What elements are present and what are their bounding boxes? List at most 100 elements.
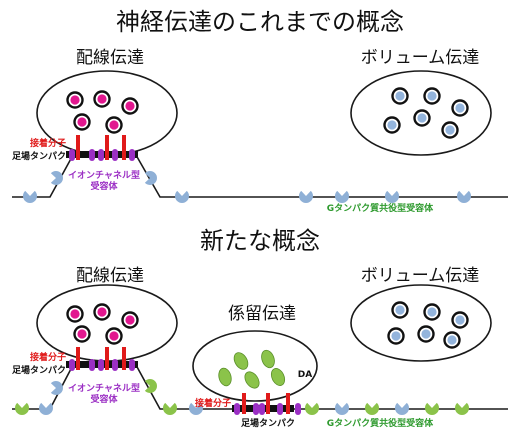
bottom-volume-vesicles — [387, 301, 469, 349]
bottom-retention-scaffold-label: 足場タンパク — [241, 417, 295, 429]
bottom-wiring-label: 配線伝達 — [76, 266, 144, 286]
bottom-ion-channel-receptors — [69, 359, 135, 371]
bottom-retention-terminal — [192, 330, 318, 402]
ion-channel-receptor — [89, 149, 95, 161]
receptor-icon — [39, 402, 53, 415]
ion-channel-receptor — [69, 149, 75, 161]
bottom-dopamine-vesicles — [218, 349, 286, 389]
top-g-protein-label: Gタンパク質共役型受容体 — [327, 202, 434, 214]
top-volume-label: ボリューム伝達 — [361, 48, 480, 68]
ion-channel-receptor — [129, 149, 135, 161]
bottom-scaffold-label: 足場タンパク — [12, 364, 66, 376]
bottom-wiring-vesicles — [66, 303, 139, 345]
adhesion-molecule — [286, 393, 290, 414]
bottom-dopamine-label: DA — [298, 370, 312, 380]
volume-vesicle-core — [395, 91, 405, 101]
bottom-panel: 新たな概念 配線伝達 ボリューム伝達 係留伝達 接着分子 足場タンパク イオンチ… — [12, 227, 508, 429]
top-ion-channel-label: イオンチャネル型 — [68, 169, 140, 181]
volume-vesicle-core — [387, 120, 397, 130]
ion-channel-receptor — [253, 403, 259, 415]
ion-channel-receptor — [98, 359, 104, 371]
receptor-icon — [385, 190, 399, 203]
wiring-vesicle-core — [109, 331, 119, 341]
dopamine-vesicle — [233, 352, 249, 370]
wiring-vesicle-core — [70, 309, 80, 319]
receptor-icon — [144, 379, 157, 394]
dopamine-vesicle — [261, 349, 275, 369]
receptor-icon — [50, 171, 63, 185]
volume-vesicle-core — [445, 125, 455, 135]
ion-channel-receptor — [277, 403, 283, 415]
bottom-volume-terminal — [350, 284, 492, 362]
top-title: 神経伝達のこれまでの概念 — [116, 8, 404, 36]
bottom-adhesion-molecules — [76, 347, 126, 370]
wiring-vesicle-core — [97, 307, 107, 317]
bottom-retention-label: 係留伝達 — [228, 304, 296, 324]
receptor-icon — [455, 402, 469, 415]
volume-vesicle-core — [391, 331, 401, 341]
volume-vesicle-core — [427, 307, 437, 317]
top-adhesion-label: 接着分子 — [30, 137, 66, 149]
wiring-vesicle-core — [77, 117, 87, 127]
dopamine-vesicle — [244, 371, 260, 389]
volume-vesicle-core — [417, 113, 427, 123]
adhesion-molecule — [242, 393, 246, 414]
ion-channel-receptor — [259, 403, 265, 415]
ion-channel-receptor — [112, 149, 118, 161]
top-wiring-vesicles — [66, 90, 139, 134]
receptor-icon — [144, 171, 157, 185]
receptor-icon — [365, 402, 380, 415]
receptor-icon — [335, 190, 349, 203]
ion-channel-receptor — [129, 359, 135, 371]
wiring-vesicle-core — [125, 101, 135, 111]
receptor-icon — [299, 190, 313, 203]
adhesion-molecule — [105, 135, 109, 160]
bottom-title: 新たな概念 — [200, 227, 320, 255]
volume-vesicle-core — [395, 305, 405, 315]
wiring-vesicle-core — [125, 315, 135, 325]
receptor-icon — [425, 402, 440, 415]
top-g-protein-receptors — [23, 171, 472, 203]
receptor-icon — [395, 402, 410, 415]
ion-channel-receptor — [112, 359, 118, 371]
top-volume-vesicles — [383, 87, 469, 139]
dopamine-vesicle — [218, 367, 232, 387]
bottom-retention-adhesion-label: 接着分子 — [195, 397, 231, 409]
wiring-vesicle-core — [70, 95, 80, 105]
adhesion-molecule — [76, 347, 80, 370]
top-ion-channel-receptors — [69, 149, 135, 161]
receptor-icon — [305, 402, 320, 415]
volume-vesicle-core — [421, 329, 431, 339]
bottom-adhesion-label: 接着分子 — [30, 351, 66, 363]
receptor-icon — [50, 381, 63, 396]
ion-channel-receptor — [69, 359, 75, 371]
volume-vesicle-core — [455, 103, 465, 113]
top-ion-channel-label-2: 受容体 — [90, 180, 118, 192]
receptor-icon — [14, 402, 30, 415]
receptor-icon — [457, 190, 472, 203]
bottom-retention-receptors — [234, 403, 301, 415]
adhesion-molecule — [105, 347, 109, 370]
bottom-ion-channel-label: イオンチャネル型 — [68, 382, 140, 394]
adhesion-molecule — [266, 393, 270, 414]
volume-vesicle-core — [455, 315, 465, 325]
adhesion-molecule — [122, 347, 126, 370]
receptor-icon — [23, 190, 37, 203]
top-panel: 神経伝達のこれまでの概念 配線伝達 ボリューム伝達 接着分子 足場タンパク イオ… — [12, 8, 508, 214]
bottom-ion-channel-label-2: 受容体 — [90, 393, 118, 405]
volume-vesicle-core — [427, 91, 437, 101]
top-scaffold-label: 足場タンパク — [12, 150, 66, 162]
receptor-icon — [189, 402, 204, 415]
adhesion-molecule — [122, 135, 126, 160]
wiring-vesicle-core — [109, 120, 119, 130]
bottom-retention-adhesion-molecules — [242, 393, 290, 414]
top-wiring-label: 配線伝達 — [76, 48, 144, 68]
ion-channel-receptor — [89, 359, 95, 371]
top-adhesion-molecules — [76, 135, 126, 160]
receptor-icon — [335, 402, 350, 415]
bottom-g-protein-label: Gタンパク質共役型受容体 — [327, 417, 434, 429]
ion-channel-receptor — [295, 403, 301, 415]
receptor-icon — [163, 402, 177, 415]
wiring-vesicle-core — [77, 329, 87, 339]
